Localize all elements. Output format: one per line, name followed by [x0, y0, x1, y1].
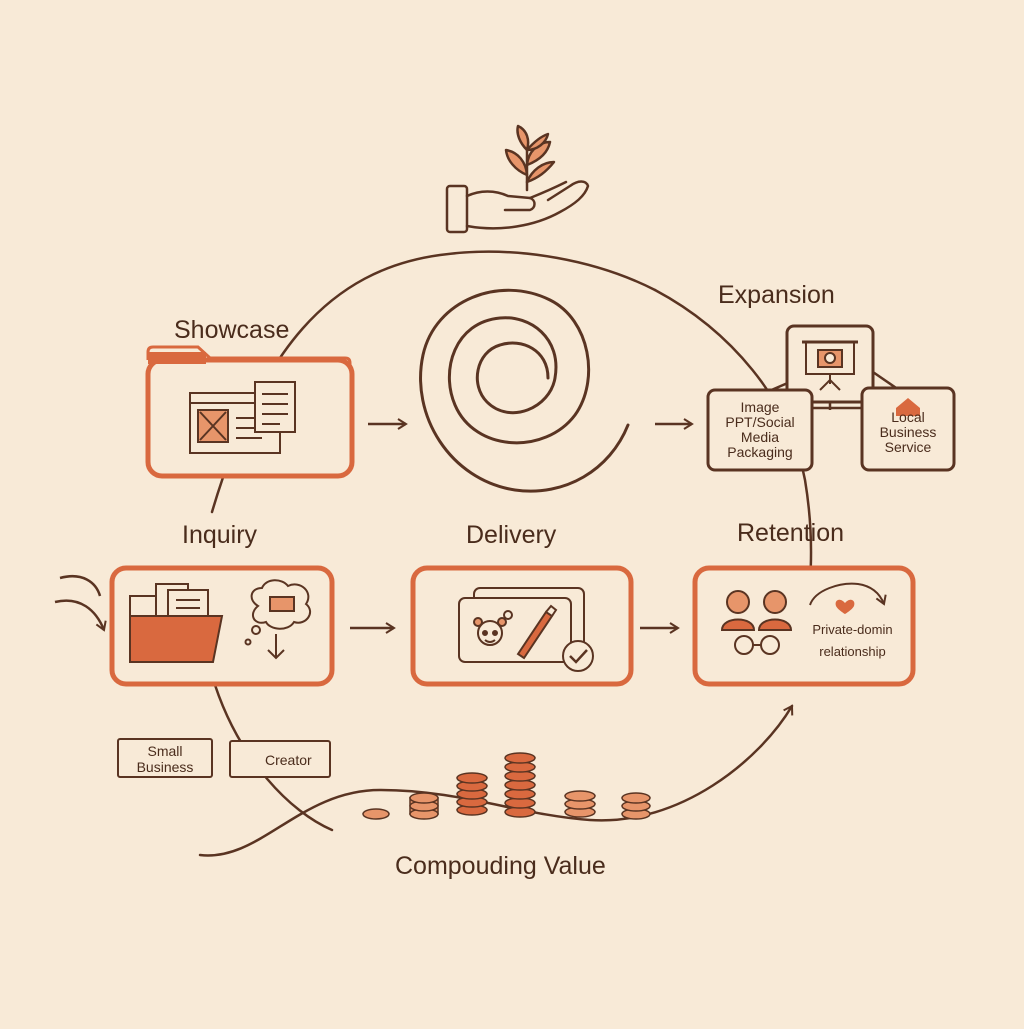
value-curve	[198, 704, 794, 857]
tag-line: Business	[136, 759, 194, 775]
folder-document-icon	[189, 381, 296, 454]
local-line: Local	[891, 409, 925, 425]
chat-bubble-icon	[244, 579, 312, 660]
expansion-node-image: Image PPT/Social Media Packaging	[708, 400, 812, 460]
image-line: PPT/Social	[725, 414, 795, 430]
coin-stack-icon	[362, 808, 390, 820]
two-people-icon	[720, 590, 793, 655]
stage-label-showcase: Showcase	[174, 316, 290, 344]
compounding-value-caption: Compouding Value	[395, 852, 606, 880]
expansion-network	[706, 324, 956, 472]
delivery-card	[410, 565, 634, 687]
image-line: Media	[740, 429, 780, 445]
tag-line: Small	[147, 743, 183, 759]
image-line: Packaging	[727, 444, 793, 460]
house-icon	[896, 398, 920, 416]
checkmark-icon	[562, 640, 594, 672]
incoming-flow-arrow	[54, 599, 107, 632]
tag-line: Creator	[265, 752, 312, 768]
stage-label-inquiry: Inquiry	[182, 521, 258, 549]
coin-stack-icon	[564, 790, 596, 818]
coin-stack-icon	[409, 792, 439, 820]
cycle-arc-bottom	[213, 683, 334, 832]
retention-line: relationship	[819, 644, 886, 659]
retention-card	[692, 565, 916, 687]
robot-paintbrush-icon	[458, 587, 585, 663]
retention-text: Private-domin relationship	[800, 619, 905, 663]
coin-stacks	[362, 752, 651, 820]
coin-stack-icon	[504, 752, 536, 818]
inquiry-card	[109, 565, 335, 687]
local-line: Service	[884, 439, 932, 455]
retention-line: Private-domin	[812, 622, 893, 637]
stage-label-retention: Retention	[737, 519, 845, 547]
spiral-icon	[419, 288, 630, 493]
coin-stack-icon	[621, 792, 651, 820]
creator-tag: Creator	[229, 740, 331, 778]
stage-label-delivery: Delivery	[466, 521, 557, 549]
showcase-card	[145, 345, 355, 479]
stage-label-expansion: Expansion	[718, 281, 835, 309]
stage-arrows	[54, 418, 694, 634]
heart-icon	[809, 582, 887, 614]
presentation-icon	[802, 340, 858, 391]
coin-stack-icon	[456, 772, 488, 816]
image-line: Image	[740, 399, 780, 415]
incoming-flow-arrow	[59, 575, 102, 597]
expansion-node-local: Local Business Service	[862, 410, 954, 455]
folder-files-icon	[129, 583, 224, 663]
local-line: Business	[879, 424, 937, 440]
hand-sprout-icon	[445, 124, 590, 234]
small-business-tag: Small Business	[117, 738, 213, 778]
